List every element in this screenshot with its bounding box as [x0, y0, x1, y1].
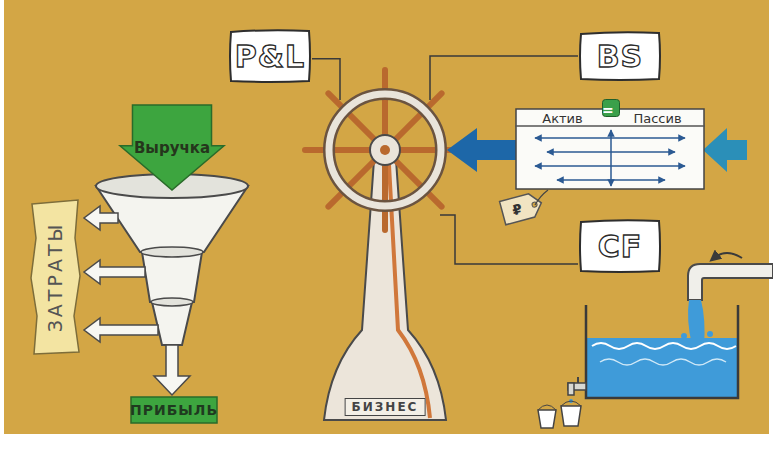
table-outline: [516, 109, 704, 189]
tank-outline: [586, 305, 738, 398]
connector-line: [312, 59, 340, 100]
cost-arrow: [84, 318, 158, 342]
statement-box: P&L: [228, 28, 312, 84]
tank-water: [586, 338, 738, 398]
water-wave: [592, 343, 736, 349]
balance-arrow: [535, 137, 685, 139]
costs-paper: ЗАТРАТЫ: [28, 198, 82, 356]
bucket: [538, 410, 556, 428]
profit-box: ПРИБЫЛЬ: [130, 396, 218, 424]
arrow-outline: [120, 105, 224, 190]
node-text: Актив: [515, 111, 610, 126]
inflow-arrow: [703, 128, 747, 172]
node-text: Выручка: [120, 139, 224, 157]
bucket-handle: [561, 401, 581, 406]
cost-arrow: [84, 260, 145, 284]
balance-table: АктивПассив=: [515, 108, 705, 190]
balance-arrow: [547, 151, 675, 153]
revenue-arrow: Выручка: [120, 105, 224, 190]
outflow-arrow: [447, 128, 517, 172]
node-text: =: [602, 102, 611, 118]
statement-box: CF: [578, 218, 662, 274]
funnel-neck: [142, 252, 202, 302]
tag-outline: [500, 191, 545, 225]
wheel-rim-light: [329, 94, 441, 206]
funnel-spout: [152, 302, 192, 345]
node-text: Пассив: [610, 111, 705, 126]
connector-line: [430, 56, 578, 100]
balance-arrow: [535, 165, 685, 167]
node-text: CF: [578, 229, 662, 264]
wheel-rim: [329, 94, 441, 206]
inflow-pipe: [688, 264, 773, 300]
cost-arrow: [84, 206, 118, 230]
tag-hole: [531, 202, 537, 208]
node-text: BS: [578, 39, 662, 74]
table-header-line: [515, 125, 705, 127]
faucet-spout: [568, 383, 574, 395]
funnel-ring: [141, 247, 203, 257]
equal-badge: =: [602, 99, 620, 117]
profit-arrow: [154, 345, 190, 395]
wheel-hub: [370, 135, 400, 165]
node-text: P&L: [228, 39, 312, 74]
water-splash: [707, 331, 713, 337]
funnel-ring: [151, 298, 193, 306]
price-tag: ₽: [497, 189, 547, 227]
faucet-handle: [577, 377, 579, 383]
paper-outline: [31, 200, 80, 354]
tag-string: [535, 190, 548, 205]
table-divider-arrow: [610, 130, 612, 186]
background-panel: [4, 0, 769, 434]
statement-box: BS: [578, 30, 662, 82]
flow-arrow: [714, 253, 742, 258]
node-text: ПРИБЫЛЬ: [130, 402, 218, 418]
box-outline: [131, 397, 217, 423]
water-wave: [600, 359, 726, 365]
balance-arrow: [557, 179, 665, 181]
node-text: БИЗНЕС: [345, 398, 426, 416]
bucket-handle: [538, 405, 556, 410]
wheel-hub-center: [380, 145, 390, 155]
helm-node: БИЗНЕС: [330, 100, 440, 422]
water-splash: [681, 333, 687, 339]
bucket: [561, 406, 581, 426]
node-text: ЗАТРАТЫ: [44, 222, 66, 333]
